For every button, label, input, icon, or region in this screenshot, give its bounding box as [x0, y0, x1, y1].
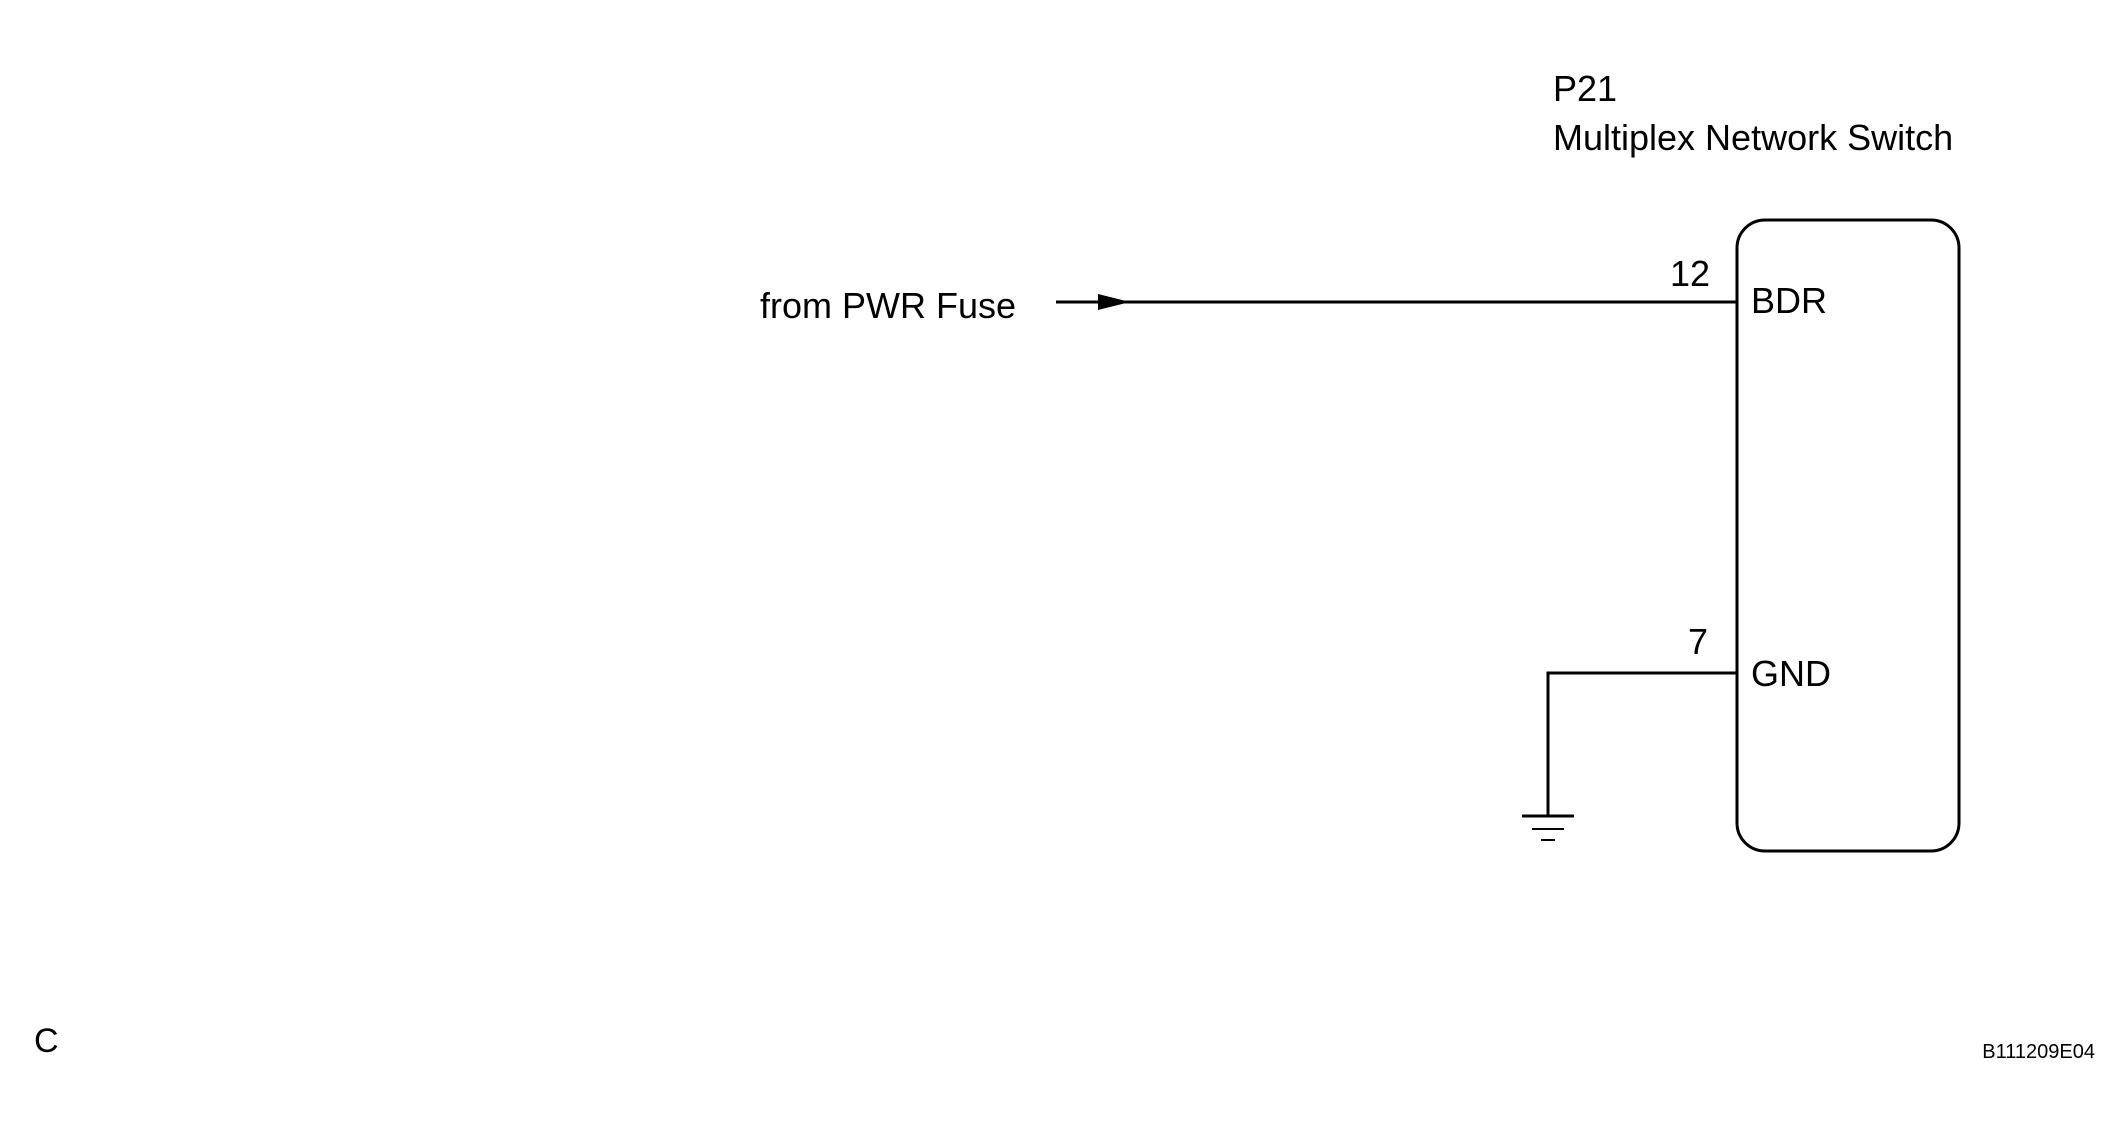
ground-wire — [1546, 671, 1737, 816]
pin-12-number: 12 — [1670, 253, 1710, 294]
corner-letter: C — [34, 1022, 59, 1060]
pin-12-label: BDR — [1751, 280, 1827, 321]
pin-7-number: 7 — [1688, 621, 1708, 662]
source-label: from PWR Fuse — [760, 285, 1016, 326]
arrow-icon — [1098, 294, 1130, 310]
component-box — [1735, 218, 1961, 853]
figure-id: B111209E04 — [1982, 1041, 2095, 1063]
ground-icon — [1522, 814, 1574, 841]
component-code: P21 — [1553, 68, 1617, 109]
pin-7-label: GND — [1751, 653, 1831, 694]
component-name: Multiplex Network Switch — [1553, 117, 1953, 158]
